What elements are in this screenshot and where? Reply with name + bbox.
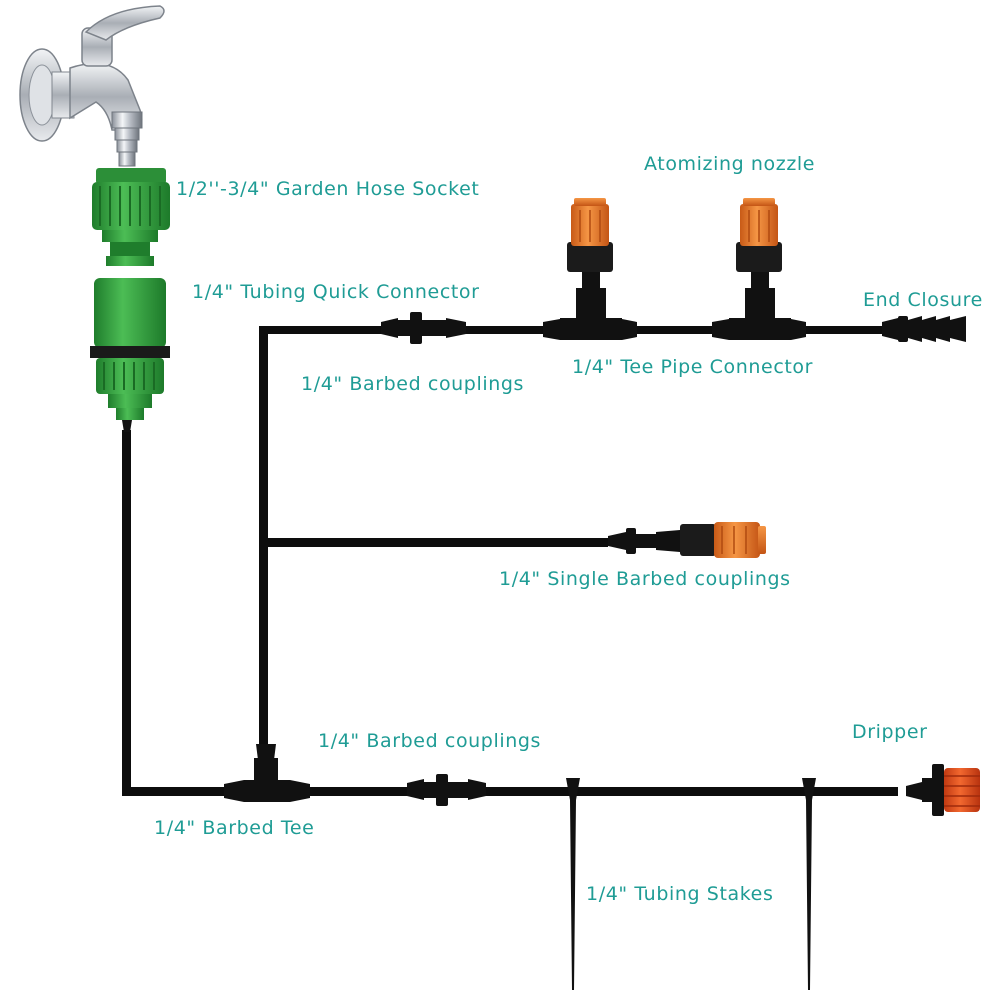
barbed-tee [224,744,310,802]
label-barbed-couplings-top: 1/4" Barbed couplings [301,373,525,395]
tubing-quick-connector [90,278,170,432]
tube-bottom-seg1 [310,787,407,796]
garden-hose-socket [92,168,170,266]
label-single-barbed-couplings: 1/4" Single Barbed couplings [499,568,791,590]
atomizing-nozzle-2 [736,198,782,272]
tube-top-seg2 [466,326,543,334]
tubing-stake-2 [802,778,816,990]
label-tubing-stakes: 1/4" Tubing Stakes [586,883,774,905]
tubing [122,326,898,796]
tube-branch-vertical [259,326,268,750]
tubing-stake-1 [566,778,580,990]
barbed-coupling-top [381,312,466,344]
label-barbed-couplings-bottom: 1/4" Barbed couplings [318,730,542,752]
label-atomizing-nozzle: Atomizing nozzle [644,153,816,175]
tube-main-vertical [122,430,131,796]
tube-middle [268,538,608,547]
atomizing-nozzle-1 [567,198,613,272]
dripper [906,764,980,816]
label-dripper: Dripper [852,721,928,743]
label-tubing-quick-connector: 1/4" Tubing Quick Connector [192,281,480,303]
label-garden-hose-socket: 1/2''-3/4" Garden Hose Socket [176,178,480,200]
tube-bottom-seg2 [486,787,898,796]
label-tee-pipe-connector: 1/4" Tee Pipe Connector [572,356,814,378]
tube-top-seg3 [637,326,712,334]
end-closure [882,316,966,342]
tubing-stakes [566,778,816,990]
tee-pipe-connector-2 [712,270,806,340]
single-barbed-coupling [608,522,766,558]
tube-bottom-left [122,787,232,796]
label-end-closure: End Closure [863,289,983,311]
tube-top-seg4 [806,326,882,334]
barbed-coupling-bottom [407,774,486,806]
faucet [19,5,165,167]
tube-top-left [259,326,381,334]
tee-pipe-connector-1 [543,270,637,340]
label-barbed-tee: 1/4" Barbed Tee [154,817,315,839]
